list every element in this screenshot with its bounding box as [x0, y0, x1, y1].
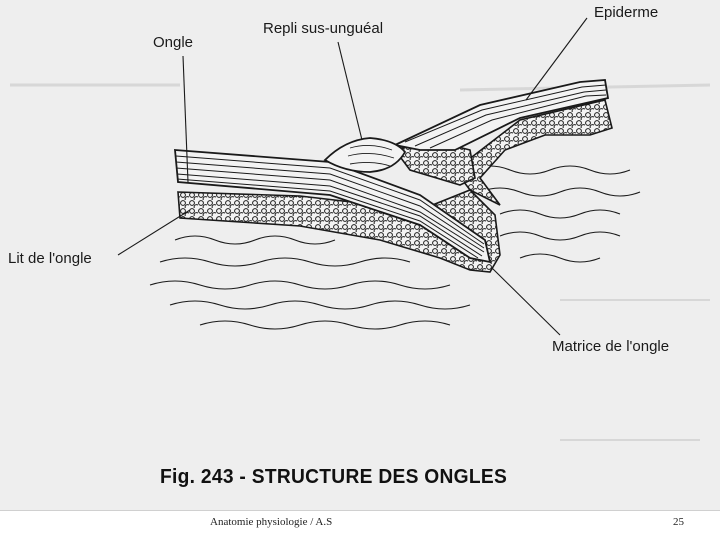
nail-structure-diagram [0, 0, 720, 510]
label-matrice-de-l-ongle: Matrice de l'ongle [552, 338, 669, 355]
label-lit-de-l-ongle: Lit de l'ongle [8, 250, 92, 267]
page-number: 25 [673, 516, 684, 528]
label-ongle: Ongle [153, 34, 193, 51]
label-epiderme: Epiderme [594, 4, 658, 21]
figure-caption: Fig. 243 - STRUCTURE DES ONGLES [160, 466, 507, 489]
label-repli-sus-ungueal: Repli sus-unguéal [263, 20, 383, 37]
footer-bar [0, 510, 720, 541]
proximal-nail-fold [325, 138, 405, 172]
scanned-figure: Ongle Repli sus-unguéal Epiderme Lit de … [0, 0, 720, 510]
footer-text: Anatomie physiologie / A.S [210, 516, 332, 528]
